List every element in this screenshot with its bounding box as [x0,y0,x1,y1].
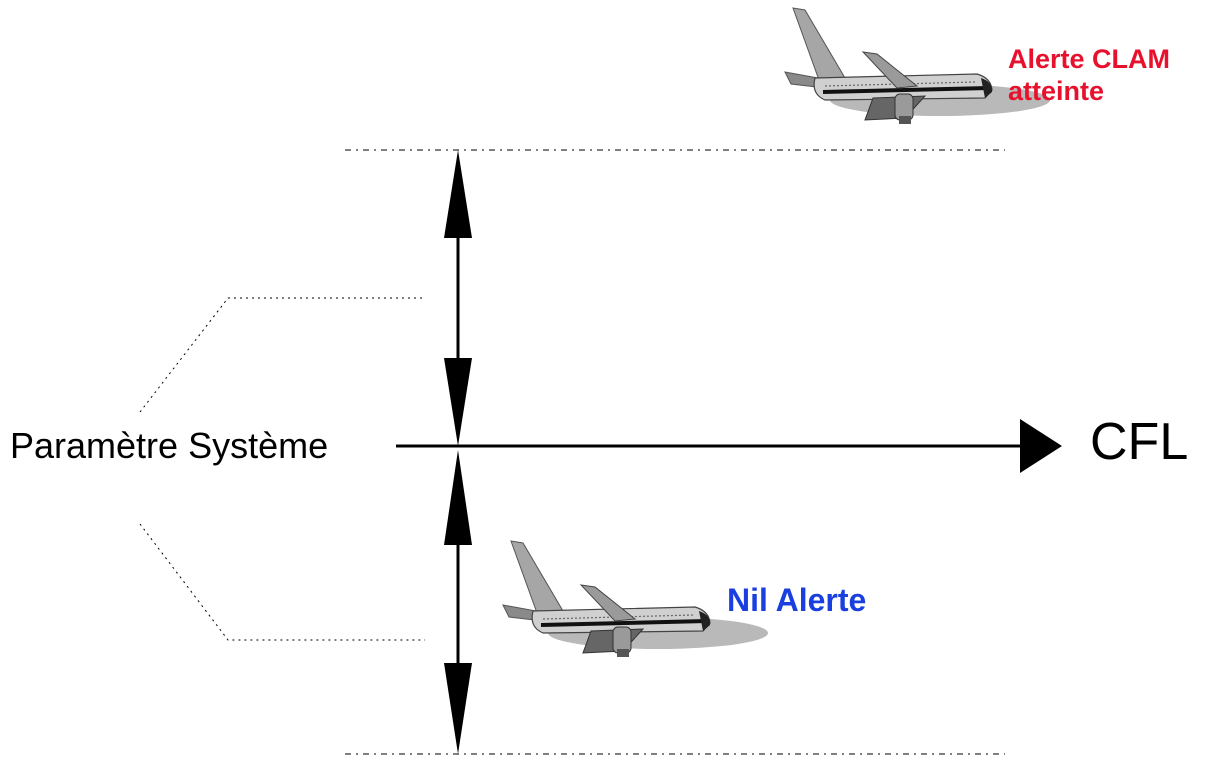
cfl-label: CFL [1090,413,1189,471]
alert-reached-line2: atteinte [1008,75,1105,106]
system-parameter-label: Paramètre Système [10,425,329,466]
upper-bracket-dotted [139,297,425,413]
alert-reached-line1: Alerte CLAM [1008,44,1171,74]
upper-double-arrow [444,150,472,446]
lower-bracket-dotted [139,523,425,641]
lower-double-arrow [444,450,472,754]
cfl-arrowhead [1020,419,1062,473]
nil-alert-label: Nil Alerte [727,582,867,618]
alert-reached-label: Alerte CLAM atteinte [1008,44,1218,108]
